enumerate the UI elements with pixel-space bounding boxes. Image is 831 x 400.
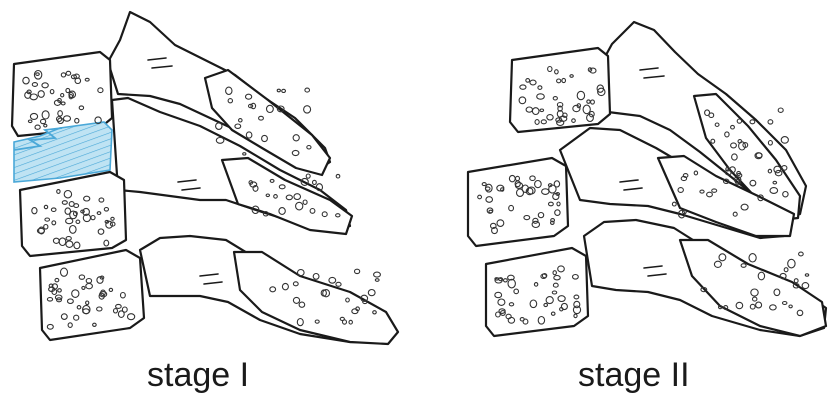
bone-pore bbox=[368, 290, 375, 296]
bone-pore bbox=[282, 89, 286, 92]
bone-pore bbox=[216, 123, 222, 130]
bone-pore bbox=[778, 108, 783, 112]
bone-pore bbox=[298, 270, 305, 276]
stage-2-illustration bbox=[468, 22, 826, 336]
stage-1-lower-spinous-process bbox=[234, 252, 398, 344]
bone-pore bbox=[781, 137, 788, 144]
stage-1-caption: stage I bbox=[147, 356, 249, 395]
bone-pore bbox=[749, 254, 756, 262]
bone-pore bbox=[805, 274, 808, 276]
bone-pore bbox=[336, 174, 340, 178]
bone-pore bbox=[768, 120, 773, 124]
bone-pore bbox=[794, 279, 798, 283]
bone-pore bbox=[336, 282, 341, 286]
bone-pore bbox=[799, 252, 804, 256]
bone-pore bbox=[305, 88, 310, 92]
stage-2-lower-vertebral-body bbox=[486, 248, 588, 336]
bone-pore bbox=[355, 269, 360, 273]
bone-pore bbox=[313, 180, 317, 184]
bone-pore bbox=[375, 279, 379, 282]
stage-2-caption: stage II bbox=[578, 356, 690, 395]
bone-pore bbox=[277, 89, 280, 92]
bone-pore bbox=[313, 274, 319, 280]
stage-1-lower-vertebral-body bbox=[40, 250, 144, 340]
bone-pore bbox=[374, 272, 381, 277]
bone-pore bbox=[784, 268, 788, 272]
bone-pore bbox=[304, 106, 311, 113]
bone-pore bbox=[306, 174, 310, 178]
stage-2-middle-vertebral-body bbox=[468, 158, 568, 246]
bone-pore bbox=[802, 283, 809, 289]
bone-pore bbox=[329, 277, 336, 283]
bone-pore bbox=[788, 259, 795, 268]
stage-1-illustration bbox=[12, 12, 398, 344]
